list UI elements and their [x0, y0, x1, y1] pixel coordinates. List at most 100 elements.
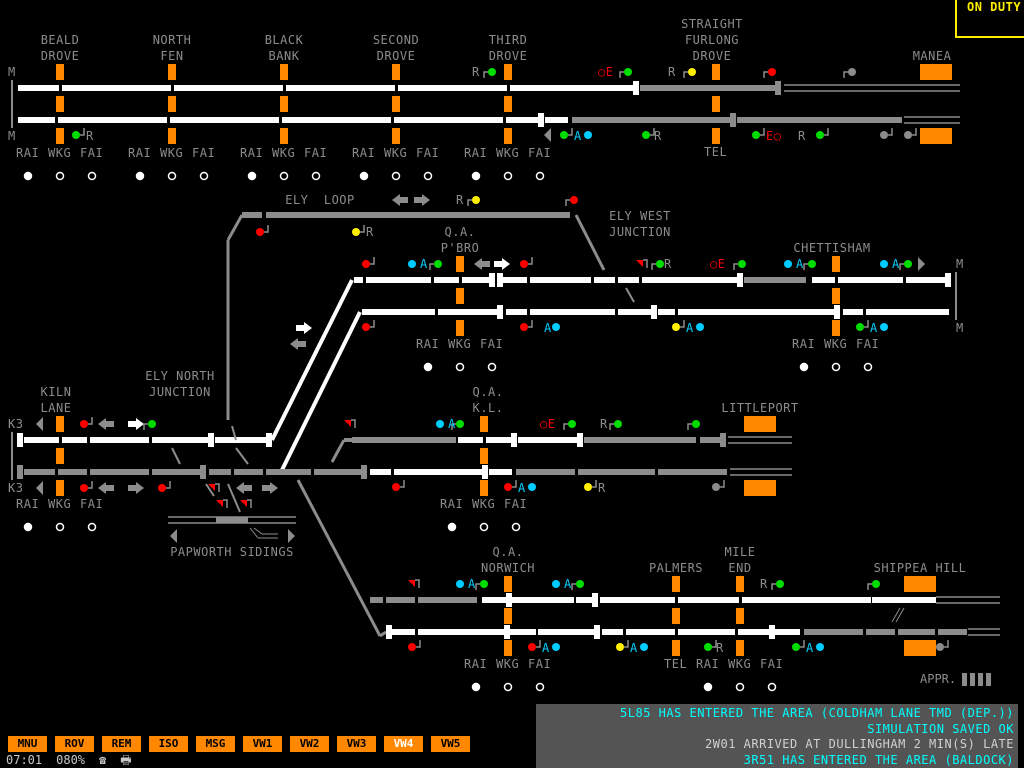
signal-green-icon[interactable] [752, 131, 760, 139]
level-crossing[interactable] [832, 288, 840, 304]
arrow-left-icon[interactable] [98, 482, 114, 494]
auto-signal-icon[interactable] [408, 260, 416, 268]
track-section[interactable] [314, 469, 361, 475]
signal-green-icon[interactable] [456, 420, 464, 428]
track-section[interactable] [392, 629, 415, 635]
level-crossing[interactable] [456, 320, 464, 336]
track-section[interactable] [538, 629, 596, 635]
track-section[interactable] [658, 469, 727, 475]
arrow-right-icon[interactable] [494, 258, 510, 270]
toolbar-button-vw5[interactable]: VW5 [431, 736, 470, 752]
signal-green-icon[interactable] [148, 420, 156, 428]
track-section[interactable] [866, 309, 949, 315]
track-section[interactable] [866, 629, 895, 635]
track-section[interactable] [462, 277, 491, 283]
shunt-signal-icon[interactable] [344, 420, 351, 427]
track-diagonal[interactable] [379, 630, 387, 638]
track-section[interactable] [678, 629, 735, 635]
level-crossing[interactable] [280, 128, 288, 144]
track-diagonal[interactable] [226, 214, 244, 241]
crossing-indicator-wkg[interactable] [831, 362, 841, 372]
signal-red-icon[interactable] [362, 323, 370, 331]
toolbar-button-rov[interactable]: ROV [55, 736, 94, 752]
signal-green-icon[interactable] [816, 131, 824, 139]
crossing-indicator-rai[interactable] [247, 171, 257, 181]
shunt-signal-icon[interactable] [636, 260, 643, 267]
signal-green-icon[interactable] [776, 580, 784, 588]
level-crossing[interactable] [832, 320, 840, 336]
toolbar-button-msg[interactable]: MSG [196, 736, 235, 752]
signal-green-icon[interactable] [692, 420, 700, 428]
track-section[interactable] [594, 277, 615, 283]
telephone-icon[interactable]: ☎ [99, 753, 107, 767]
crossing-indicator-wkg[interactable] [391, 171, 401, 181]
track-section[interactable] [438, 309, 499, 315]
track-section[interactable] [489, 469, 512, 475]
crossing-indicator-fai[interactable] [423, 171, 433, 181]
track-section[interactable] [394, 117, 503, 123]
track-section[interactable] [174, 85, 283, 91]
toolbar-button-iso[interactable]: ISO [149, 736, 188, 752]
signal-red-icon[interactable] [80, 484, 88, 492]
track-section[interactable] [394, 469, 483, 475]
track-diagonal[interactable] [205, 483, 215, 497]
track-section[interactable] [512, 597, 574, 603]
auto-signal-icon[interactable] [456, 580, 464, 588]
track-section[interactable] [584, 437, 696, 443]
track-section[interactable] [506, 309, 527, 315]
signal-green-icon[interactable] [872, 580, 880, 588]
track-section[interactable] [352, 437, 456, 443]
track-section[interactable] [506, 117, 539, 123]
track-section[interactable] [366, 277, 431, 283]
crossing-indicator-rai[interactable] [471, 171, 481, 181]
toolbar-button-mnu[interactable]: MNU [8, 736, 47, 752]
arrow-right-icon[interactable] [414, 194, 430, 206]
track-section[interactable] [626, 629, 675, 635]
track-section[interactable] [62, 437, 87, 443]
track-section[interactable] [938, 629, 967, 635]
crossing-indicator-rai[interactable] [423, 362, 433, 372]
level-crossing[interactable] [56, 96, 64, 112]
track-section[interactable] [640, 85, 778, 91]
level-crossing[interactable] [480, 416, 488, 432]
signal-red-icon[interactable] [256, 228, 264, 236]
track-section[interactable] [602, 629, 623, 635]
level-crossing[interactable] [56, 448, 64, 464]
track-section[interactable] [18, 85, 59, 91]
track-section[interactable] [418, 597, 477, 603]
track-section[interactable] [18, 117, 55, 123]
track-diagonal[interactable] [891, 607, 901, 623]
signal-green-icon[interactable] [434, 260, 442, 268]
signal-green-icon[interactable] [614, 420, 622, 428]
signal-red-icon[interactable] [392, 483, 400, 491]
level-crossing[interactable] [168, 96, 176, 112]
level-crossing[interactable] [280, 96, 288, 112]
track-diagonal[interactable] [171, 447, 181, 465]
track-section[interactable] [576, 597, 594, 603]
shunt-signal-icon[interactable] [216, 500, 223, 507]
signal-green-icon[interactable] [642, 131, 650, 139]
auto-signal-icon[interactable] [584, 131, 592, 139]
track-section[interactable] [618, 277, 639, 283]
level-crossing[interactable] [920, 64, 952, 80]
auto-signal-icon[interactable] [816, 643, 824, 651]
signal-red-icon[interactable] [570, 196, 578, 204]
track-section[interactable] [618, 309, 651, 315]
track-section[interactable] [90, 437, 149, 443]
track-section[interactable] [370, 469, 391, 475]
track-diagonal[interactable] [270, 279, 354, 441]
level-crossing[interactable] [736, 608, 744, 624]
level-crossing[interactable] [672, 576, 680, 592]
signal-yellow-icon[interactable] [688, 68, 696, 76]
track-section[interactable] [434, 277, 459, 283]
auto-signal-icon[interactable] [640, 643, 648, 651]
track-section[interactable] [418, 629, 505, 635]
shunt-signal-icon[interactable] [240, 500, 247, 507]
track-section[interactable] [812, 277, 835, 283]
crossing-indicator-fai[interactable] [87, 171, 97, 181]
level-crossing[interactable] [736, 640, 744, 656]
signal-red-icon[interactable] [80, 420, 88, 428]
track-section[interactable] [774, 629, 800, 635]
level-crossing[interactable] [712, 96, 720, 112]
signal-red-icon[interactable] [504, 483, 512, 491]
